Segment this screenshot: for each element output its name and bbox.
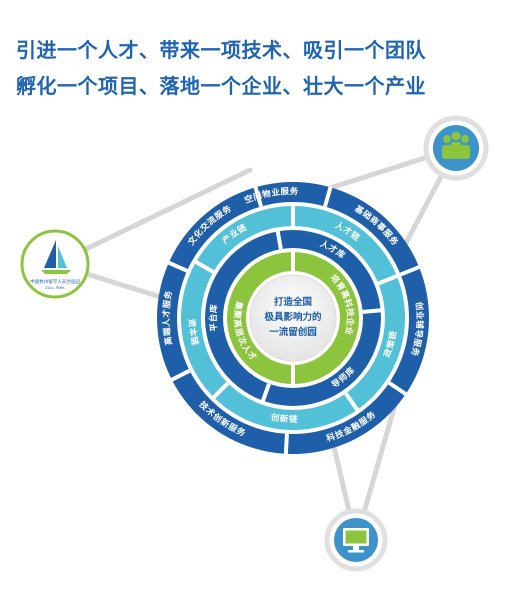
center-text-line-3: 一流留创园 <box>269 326 317 338</box>
monitor-icon <box>343 528 369 553</box>
svg-text:技: 技 <box>344 308 356 318</box>
svg-text:人: 人 <box>161 318 172 327</box>
logo-subtext: ZOLL PARK <box>45 286 65 290</box>
svg-text:链: 链 <box>289 414 298 425</box>
svg-text:企: 企 <box>344 316 356 327</box>
svg-text:高: 高 <box>162 335 174 346</box>
svg-text:才: 才 <box>161 308 172 318</box>
svg-text:物: 物 <box>261 188 272 201</box>
svg-text:端: 端 <box>161 326 173 336</box>
svg-text:创: 创 <box>413 300 425 311</box>
svg-text:新: 新 <box>279 413 289 425</box>
people-icon-node <box>423 115 489 181</box>
headline-line-1: 引进一个人才、带来一项技术、吸引一个团队 <box>16 38 426 62</box>
svg-text:资: 资 <box>186 319 197 329</box>
svg-text:链: 链 <box>188 336 201 347</box>
chain-label-5: 资本链 <box>186 319 201 347</box>
svg-text:层: 层 <box>232 326 244 338</box>
service-label-1: 空间物业服务 <box>243 186 299 206</box>
center-text-line-2: 极具影响力的 <box>264 311 322 323</box>
svg-text:服: 服 <box>162 299 173 309</box>
svg-text:平: 平 <box>209 322 220 332</box>
svg-text:创: 创 <box>269 412 280 425</box>
svg-text:高: 高 <box>231 319 243 329</box>
svg-text:服: 服 <box>280 187 290 198</box>
svg-text:业: 业 <box>271 187 281 199</box>
svg-text:务: 务 <box>162 289 174 300</box>
svg-text:间: 间 <box>252 190 263 203</box>
svg-text:务: 务 <box>290 186 299 197</box>
svg-text:库: 库 <box>208 303 220 313</box>
svg-text:策: 策 <box>384 338 397 351</box>
people-icon <box>442 131 470 159</box>
library-label-3: 平台库 <box>208 303 220 332</box>
chain-label-4: 创新链 <box>269 412 298 425</box>
monitor-icon-node <box>324 508 388 572</box>
svg-text:业: 业 <box>414 311 425 320</box>
chain-label-3: 政策链 <box>382 330 400 359</box>
svg-text:辅: 辅 <box>414 320 425 330</box>
svg-text:台: 台 <box>208 313 219 322</box>
logo-text: 中国杭州留学人员创业园 <box>30 278 80 285</box>
svg-text:业: 业 <box>342 325 355 336</box>
svg-text:链: 链 <box>387 330 399 341</box>
headline-line-2: 孵化一个项目、落地一个企业、壮大一个产业 <box>16 74 426 98</box>
svg-text:本: 本 <box>186 327 198 337</box>
svg-text:集: 集 <box>232 299 245 311</box>
svg-text:务: 务 <box>408 346 421 358</box>
svg-text:服: 服 <box>411 337 423 348</box>
svg-text:聚: 聚 <box>231 309 243 320</box>
center-disc <box>249 274 337 362</box>
segment-separators <box>167 185 421 455</box>
svg-text:科: 科 <box>325 431 337 444</box>
svg-text:科: 科 <box>342 298 355 310</box>
sailboat-logo <box>41 240 71 274</box>
park-logo-node: 中国杭州留学人员创业园 ZOLL PARK <box>20 229 90 299</box>
svg-text:导: 导 <box>412 329 423 339</box>
center-text-line-1: 打造全国 <box>274 296 312 308</box>
